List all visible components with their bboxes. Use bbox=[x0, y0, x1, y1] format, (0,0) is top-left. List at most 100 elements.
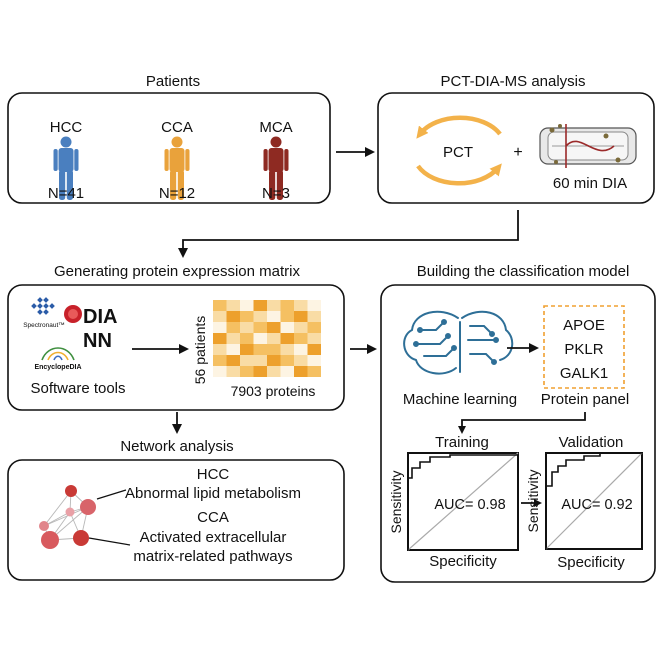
patient-group-mca: MCA N=3 bbox=[259, 119, 292, 202]
network-cca-line1: Activated extracellular bbox=[140, 529, 287, 546]
training-roc-plot bbox=[407, 452, 519, 551]
patient-group-count: N=3 bbox=[262, 185, 290, 202]
matrix-title: Generating protein expression matrix bbox=[54, 263, 300, 280]
heatmap-cell bbox=[240, 311, 254, 322]
heatmap-cell bbox=[280, 311, 294, 322]
patient-group-count: N=41 bbox=[48, 185, 84, 202]
heatmap-cell bbox=[280, 344, 294, 355]
arrow-pct-to-matrix bbox=[178, 210, 519, 258]
network-hcc-title: HCC bbox=[197, 466, 230, 483]
validation-ylabel: Sensitivity bbox=[525, 469, 541, 532]
heatmap-cell bbox=[213, 355, 227, 366]
heatmap-cell bbox=[267, 333, 281, 344]
heatmap-cell bbox=[307, 322, 321, 333]
heatmap-cell bbox=[240, 355, 254, 366]
patients-panel bbox=[7, 92, 331, 204]
heatmap-cell bbox=[267, 355, 281, 366]
diann-logo: DIA NN bbox=[64, 305, 117, 352]
heatmap-cell bbox=[226, 311, 240, 322]
heatmap-cell bbox=[267, 366, 281, 377]
software-logos: Spectronaut™ DIA NN EncyclopeDIA bbox=[23, 297, 117, 371]
spectronaut-logo: Spectronaut™ bbox=[23, 297, 65, 329]
dia-label: 60 min DIA bbox=[553, 175, 627, 192]
heatmap-cell bbox=[253, 311, 267, 322]
model-title: Building the classification model bbox=[417, 263, 630, 280]
heatmap-cell bbox=[253, 322, 267, 333]
heatmap-cell bbox=[253, 355, 267, 366]
heatmap-cell bbox=[226, 366, 240, 377]
heatmap-cell bbox=[280, 333, 294, 344]
heatmap-cell bbox=[280, 300, 294, 311]
patient-group-label: CCA bbox=[161, 119, 193, 136]
heatmap-cell bbox=[307, 344, 321, 355]
heatmap-cell bbox=[307, 366, 321, 377]
heatmap-cell bbox=[226, 344, 240, 355]
network-title: Network analysis bbox=[120, 438, 233, 455]
heatmap-cell bbox=[267, 322, 281, 333]
heatmap-cell bbox=[253, 300, 267, 311]
heatmap-cell bbox=[253, 344, 267, 355]
spectronaut-text: Spectronaut™ bbox=[23, 322, 65, 329]
network-hcc-text: Abnormal lipid metabolism bbox=[125, 485, 301, 502]
heatmap-cell bbox=[240, 344, 254, 355]
proteins-axis-label: 7903 proteins bbox=[231, 383, 316, 399]
heatmap-cell bbox=[307, 311, 321, 322]
heatmap-cell bbox=[294, 300, 308, 311]
heatmap-cell bbox=[226, 322, 240, 333]
arrow-panel-to-training bbox=[458, 412, 586, 434]
validation-xlabel: Specificity bbox=[557, 554, 625, 571]
pct-cycle-label: PCT bbox=[443, 144, 473, 161]
protein-panel-box bbox=[543, 305, 625, 389]
heatmap-cell bbox=[253, 333, 267, 344]
matrix-panel bbox=[7, 284, 345, 411]
heatmap-cell bbox=[226, 333, 240, 344]
patients-axis-label: 56 patients bbox=[192, 316, 208, 385]
network-cca-line2: matrix-related pathways bbox=[133, 548, 292, 565]
encyclopedia-text: EncyclopeDIA bbox=[34, 364, 81, 371]
dia-logo-text: DIA bbox=[83, 306, 117, 328]
heatmap-cell bbox=[294, 366, 308, 377]
patient-group-label: MCA bbox=[259, 119, 292, 136]
protein-panel-label: Protein panel bbox=[541, 391, 629, 408]
pct-cycle-icon bbox=[416, 115, 502, 186]
heatmap-cell bbox=[280, 366, 294, 377]
heatmap-cell bbox=[213, 322, 227, 333]
heatmap-cell bbox=[226, 300, 240, 311]
training-title: Training bbox=[435, 434, 489, 451]
heatmap-cell bbox=[280, 355, 294, 366]
heatmap-cell bbox=[307, 333, 321, 344]
pct-panel bbox=[377, 92, 655, 204]
pct-plus: + bbox=[513, 144, 522, 161]
protein-galk1: GALK1 bbox=[560, 365, 608, 382]
heatmap-cell bbox=[280, 322, 294, 333]
patients-title: Patients bbox=[146, 73, 200, 90]
validation-title: Validation bbox=[559, 434, 624, 451]
heatmap-cell bbox=[294, 355, 308, 366]
heatmap-cell bbox=[240, 366, 254, 377]
heatmap-cell bbox=[213, 366, 227, 377]
model-panel bbox=[380, 284, 656, 583]
training-xlabel: Specificity bbox=[429, 553, 497, 570]
heatmap-cell bbox=[213, 333, 227, 344]
heatmap-cell bbox=[307, 355, 321, 366]
heatmap-cell bbox=[267, 344, 281, 355]
patient-group-label: HCC bbox=[50, 119, 83, 136]
patient-group-hcc: HCC N=41 bbox=[48, 119, 84, 202]
machine-learning-label: Machine learning bbox=[403, 391, 517, 408]
encyclopedia-logo: EncyclopeDIA bbox=[34, 347, 82, 371]
heatmap-cell bbox=[240, 300, 254, 311]
validation-roc-plot bbox=[545, 452, 643, 550]
heatmap-cell bbox=[267, 300, 281, 311]
heatmap-cell bbox=[213, 344, 227, 355]
heatmap-cell bbox=[213, 311, 227, 322]
heatmap-cell bbox=[213, 300, 227, 311]
nn-logo-text: NN bbox=[83, 330, 112, 352]
heatmap-cell bbox=[294, 344, 308, 355]
heatmap-cell bbox=[307, 300, 321, 311]
network-cca-title: CCA bbox=[197, 509, 229, 526]
protein-apoe: APOE bbox=[563, 317, 605, 334]
brain-circuit-icon bbox=[403, 310, 514, 375]
software-tools-label: Software tools bbox=[30, 380, 125, 397]
heatmap-cell bbox=[226, 355, 240, 366]
